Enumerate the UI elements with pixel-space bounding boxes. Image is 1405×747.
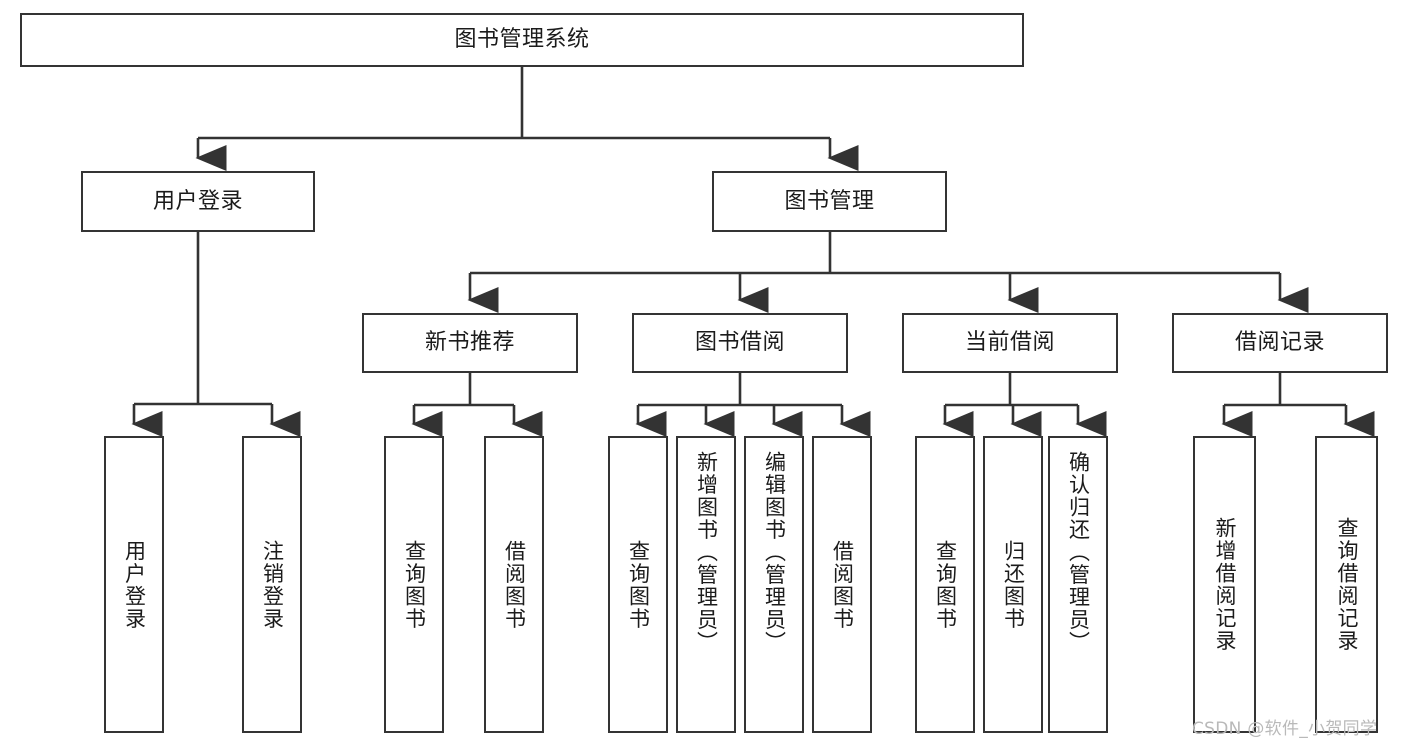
leaf-new-book-query-book[interactable]: 查询图书 — [384, 436, 444, 733]
node-label: 图书管理 — [784, 188, 875, 214]
node-label: 用户登录 — [152, 188, 243, 214]
node-label: 当前借阅 — [964, 330, 1055, 356]
leaf-book-borrow-query-book[interactable]: 查询图书 — [608, 436, 668, 733]
leaf-current-borrow-query-book[interactable]: 查询图书 — [915, 436, 975, 733]
node-label: 借阅记录 — [1234, 330, 1325, 356]
node-current-borrow[interactable]: 当前借阅 — [902, 313, 1118, 373]
node-label: 查询图书 — [933, 539, 958, 630]
leaf-book-borrow-borrow-book[interactable]: 借阅图书 — [812, 436, 872, 733]
node-label: 新增借阅记录 — [1212, 517, 1237, 652]
node-label: 查询借阅记录 — [1334, 517, 1359, 652]
node-label: 查询图书 — [402, 539, 427, 630]
node-label: 借阅图书 — [502, 539, 527, 630]
leaf-new-book-borrow-book[interactable]: 借阅图书 — [484, 436, 544, 733]
node-root-book-management-system[interactable]: 图书管理系统 — [20, 13, 1024, 67]
leaf-user-login-login[interactable]: 用户登录 — [104, 436, 164, 733]
node-book-borrow[interactable]: 图书借阅 — [632, 313, 848, 373]
node-new-book-recommend[interactable]: 新书推荐 — [362, 313, 578, 373]
node-label: 编辑图书（管理员） — [762, 451, 787, 654]
node-label: 归还图书 — [1001, 539, 1026, 630]
node-label: 图书管理系统 — [454, 27, 590, 53]
node-book-management[interactable]: 图书管理 — [712, 171, 947, 232]
node-label: 新增图书（管理员） — [694, 451, 719, 654]
node-user-login[interactable]: 用户登录 — [81, 171, 315, 232]
leaf-book-borrow-edit-book-admin[interactable]: 编辑图书（管理员） — [744, 436, 804, 733]
leaf-borrow-record-query-record[interactable]: 查询借阅记录 — [1315, 436, 1378, 733]
node-label: 新书推荐 — [424, 330, 515, 356]
node-label: 查询图书 — [626, 539, 651, 630]
node-label: 注销登录 — [260, 539, 285, 630]
leaf-user-login-logout[interactable]: 注销登录 — [242, 436, 302, 733]
leaf-current-borrow-return-book[interactable]: 归还图书 — [983, 436, 1043, 733]
leaf-current-borrow-confirm-return-admin[interactable]: 确认归还（管理员） — [1048, 436, 1108, 733]
node-label: 图书借阅 — [694, 330, 785, 356]
leaf-book-borrow-add-book-admin[interactable]: 新增图书（管理员） — [676, 436, 736, 733]
node-label: 确认归还（管理员） — [1066, 451, 1091, 654]
node-label: 借阅图书 — [830, 539, 855, 630]
leaf-borrow-record-add-record[interactable]: 新增借阅记录 — [1193, 436, 1256, 733]
node-label: 用户登录 — [122, 539, 147, 630]
node-borrow-record[interactable]: 借阅记录 — [1172, 313, 1388, 373]
